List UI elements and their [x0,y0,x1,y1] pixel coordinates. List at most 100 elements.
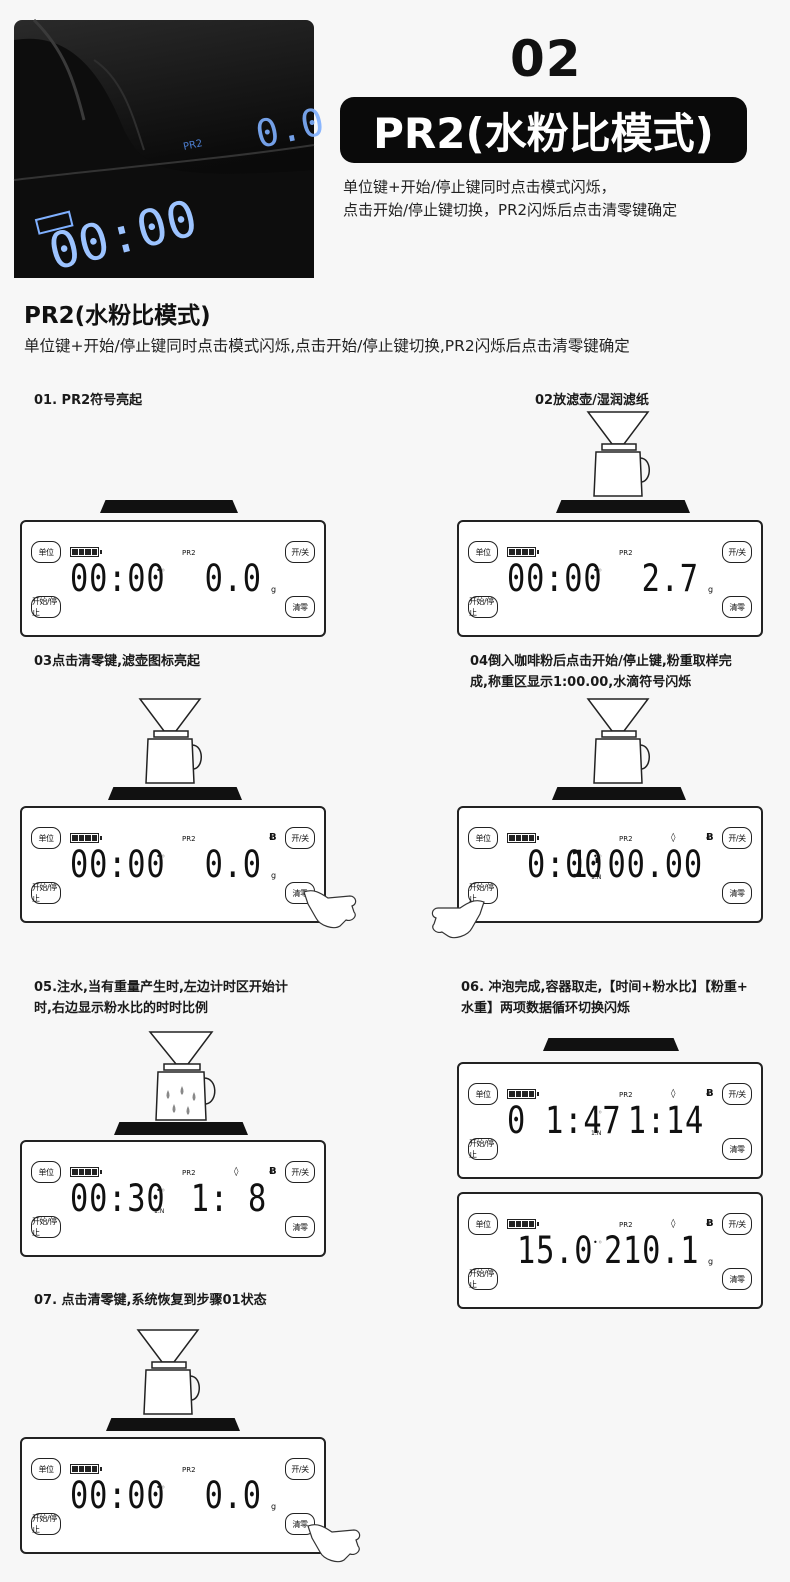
scale-platform [556,500,690,513]
battery-icon [70,1167,102,1177]
battery-icon [70,1464,102,1474]
scale-photo-illustration: PR2 0.0 00:00 [13,18,328,282]
timer-readout: 00:00 [70,557,166,600]
tare-button[interactable]: 清零 [285,1513,315,1535]
timer-indicator-icon: •◦ [593,1108,603,1117]
timer-indicator-icon: •◦ [156,852,166,861]
weight-readout: 0.0 [204,843,262,886]
hero-desc-line1: 单位键+开始/停止键同时点击模式闪烁， [343,178,616,196]
step-03-label: 03点击清零键,滤壶图标亮起 [34,654,201,669]
mode-indicator: PR2 [182,549,196,557]
battery-icon [507,1089,539,1099]
unit-button[interactable]: 单位 [468,827,498,849]
unit-label: g [708,1257,714,1266]
weight-readout: 2.7 [641,557,699,600]
mode-indicator: PR2 [182,835,196,843]
hand-icon [303,890,357,929]
step-02-label: 02放滤壶/湿润滤纸 [535,393,649,408]
scale-display-step-03: 单位 开/关 开始/停止 清零 PR2 Ƀ 00:00 •◦ 0.0 g [20,806,326,923]
power-button[interactable]: 开/关 [722,1083,752,1105]
power-button[interactable]: 开/关 [722,541,752,563]
ratio-label: 1:N [591,874,602,881]
start-stop-button[interactable]: 开始/停止 [468,596,498,618]
timer-indicator-icon: •◦ [156,1186,166,1195]
power-button[interactable]: 开/关 [722,1213,752,1235]
section-description: 单位键+开始/停止键同时点击模式闪烁,点击开始/停止键切换,PR2闪烁后点击清零… [24,337,630,355]
water-drop-icon: ◊ [671,833,676,843]
timer-indicator-icon: •◦ [593,566,603,575]
tare-button[interactable]: 清零 [722,1268,752,1290]
timer-readout: 00:00 [507,557,603,600]
coffee-weight-readout: 15.0 [517,1229,594,1272]
scale-display-step-06-weights: 单位 开/关 开始/停止 清零 PR2 ◊ Ƀ 15.0 •◦ 210.1 g [457,1192,763,1309]
start-stop-button[interactable]: 开始/停止 [31,596,61,618]
unit-button[interactable]: 单位 [468,541,498,563]
pour-over-dripper-icon [586,698,650,784]
scale-platform [114,1122,248,1135]
water-weight-readout: 210.1 [603,1229,699,1272]
mode-indicator: PR2 [619,549,633,557]
start-stop-button[interactable]: 开始/停止 [31,1216,61,1238]
timer-readout: 00:00 [70,1474,166,1517]
battery-icon [70,547,102,557]
timer-indicator-icon: •◦ [593,852,603,861]
unit-button[interactable]: 单位 [31,1458,61,1480]
step-01-label: 01. PR2符号亮起 [34,393,143,408]
scale-display-step-06-time-ratio: 单位 开/关 开始/停止 清零 PR2 ◊ Ƀ 0 1:47 •◦ 1:N 1:… [457,1062,763,1179]
kettle-icon: Ƀ [706,832,714,843]
start-stop-button[interactable]: 开始/停止 [468,1138,498,1160]
timer-indicator-icon: •◦ [593,1238,603,1247]
power-button[interactable]: 开/关 [285,1458,315,1480]
mode-indicator: PR2 [619,1221,633,1229]
water-drop-icon: ◊ [671,1089,676,1099]
tare-button[interactable]: 清零 [285,1216,315,1238]
unit-label: g [708,585,714,594]
start-stop-button[interactable]: 开始/停止 [468,1268,498,1290]
hero-pr2-text: PR2 [182,138,203,153]
step-05-label-line2: 时,右边显示粉水比的时时比例 [34,1001,208,1016]
unit-label: g [271,1502,277,1511]
water-drop-icon: ◊ [234,1167,239,1177]
timer-readout: 0:00 [527,843,604,886]
scale-platform [543,1038,679,1051]
tare-button[interactable]: 清零 [722,596,752,618]
start-stop-button[interactable]: 开始/停止 [31,882,61,904]
unit-button[interactable]: 单位 [31,1161,61,1183]
pour-over-dripper-icon [138,698,202,784]
tare-button[interactable]: 清零 [722,882,752,904]
tare-button[interactable]: 清零 [285,596,315,618]
scale-display-step-04: 单位 开/关 开始/停止 清零 PR2 ◊ Ƀ 0:00 •◦ 1:N 1:00… [457,806,763,923]
scale-display-step-01: 单位 开/关 开始/停止 清零 PR2 00:00 •◦ 0.0 g [20,520,326,637]
kettle-icon: Ƀ [706,1218,714,1229]
power-button[interactable]: 开/关 [285,827,315,849]
ratio-readout: 1:00.00 [569,843,703,886]
water-drop-icon: ◊ [671,1219,676,1229]
unit-button[interactable]: 单位 [468,1213,498,1235]
power-button[interactable]: 开/关 [285,1161,315,1183]
mode-indicator: PR2 [182,1466,196,1474]
mode-indicator: PR2 [182,1169,196,1177]
hero-description: 单位键+开始/停止键同时点击模式闪烁， 点击开始/停止键切换，PR2闪烁后点击清… [343,176,763,222]
mode-indicator: PR2 [619,835,633,843]
tare-button[interactable]: 清零 [722,1138,752,1160]
power-button[interactable]: 开/关 [722,827,752,849]
ratio-readout: 1:14 [627,1099,705,1142]
scale-platform [552,787,686,800]
battery-icon [507,833,539,843]
hero-desc-line2: 点击开始/停止键切换，PR2闪烁后点击清零键确定 [343,201,678,219]
hero-product-photo: PR2 0.0 00:00 [13,18,328,282]
weight-readout: 0.0 [204,557,262,600]
step-05-label-line1: 05.注水,当有重量产生时,左边计时区开始计 [34,980,288,995]
power-button[interactable]: 开/关 [285,541,315,563]
scale-platform [100,500,238,513]
step-04-label-line1: 04倒入咖啡粉后点击开始/停止键,粉重取样完 [470,654,732,669]
timer-indicator-icon: •◦ [156,566,166,575]
start-stop-button[interactable]: 开始/停止 [31,1513,61,1535]
unit-button[interactable]: 单位 [31,541,61,563]
unit-button[interactable]: 单位 [31,827,61,849]
hero-title: PR2(水粉比模式) [340,97,747,163]
weight-readout: 0.0 [204,1474,262,1517]
unit-button[interactable]: 单位 [468,1083,498,1105]
step-07-label: 07. 点击清零键,系统恢复到步骤01状态 [34,1293,267,1308]
hero-step-number: 02 [510,30,582,88]
